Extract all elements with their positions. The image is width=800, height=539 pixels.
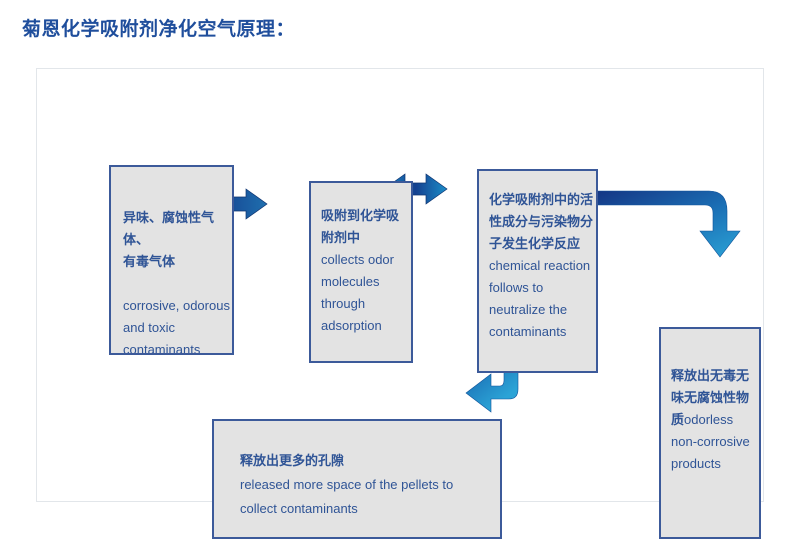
products-box-cn: 释放出无毒无 味无腐蚀性物 质 bbox=[671, 368, 750, 427]
adsorption-box-en: collects odor molecules through adsorpti… bbox=[321, 252, 394, 333]
products-box: 释放出无毒无 味无腐蚀性物 质odorless non-corrosive pr… bbox=[659, 327, 761, 539]
adsorption-box-cn: 吸附到化学吸 附剂中 bbox=[321, 208, 400, 245]
page-title: 菊恩化学吸附剂净化空气原理： bbox=[22, 19, 296, 40]
contaminants-box-spacer bbox=[123, 273, 232, 295]
adsorption-box: 吸附到化学吸 附剂中 collects odor molecules throu… bbox=[309, 181, 413, 363]
products-box-en: odorless non-corrosive products bbox=[671, 412, 750, 471]
reaction-box-en: chemical reaction follows to neutralize … bbox=[489, 258, 591, 339]
pellets-box-cn: 释放出更多的孔隙 bbox=[240, 453, 345, 468]
diagram-canvas: 异味、腐蚀性气体、 有毒气体 corrosive, odorous and to… bbox=[36, 68, 764, 539]
contaminants-box: 异味、腐蚀性气体、 有毒气体 corrosive, odorous and to… bbox=[109, 165, 234, 355]
reaction-box-cn: 化学吸附剂中的活 性成分与污染物分 子发生化学反应 bbox=[489, 192, 594, 251]
contaminants-box-cn: 异味、腐蚀性气体、 有毒气体 bbox=[123, 210, 215, 269]
arrow-reaction-to-products-icon bbox=[580, 190, 741, 258]
contaminants-box-en: corrosive, odorous and toxic contaminant… bbox=[123, 298, 230, 355]
pellets-box: 释放出更多的孔隙 released more space of the pell… bbox=[212, 419, 502, 539]
pellets-box-en: released more space of the pellets to co… bbox=[240, 477, 454, 516]
reaction-box: 化学吸附剂中的活 性成分与污染物分 子发生化学反应 chemical react… bbox=[477, 169, 598, 373]
